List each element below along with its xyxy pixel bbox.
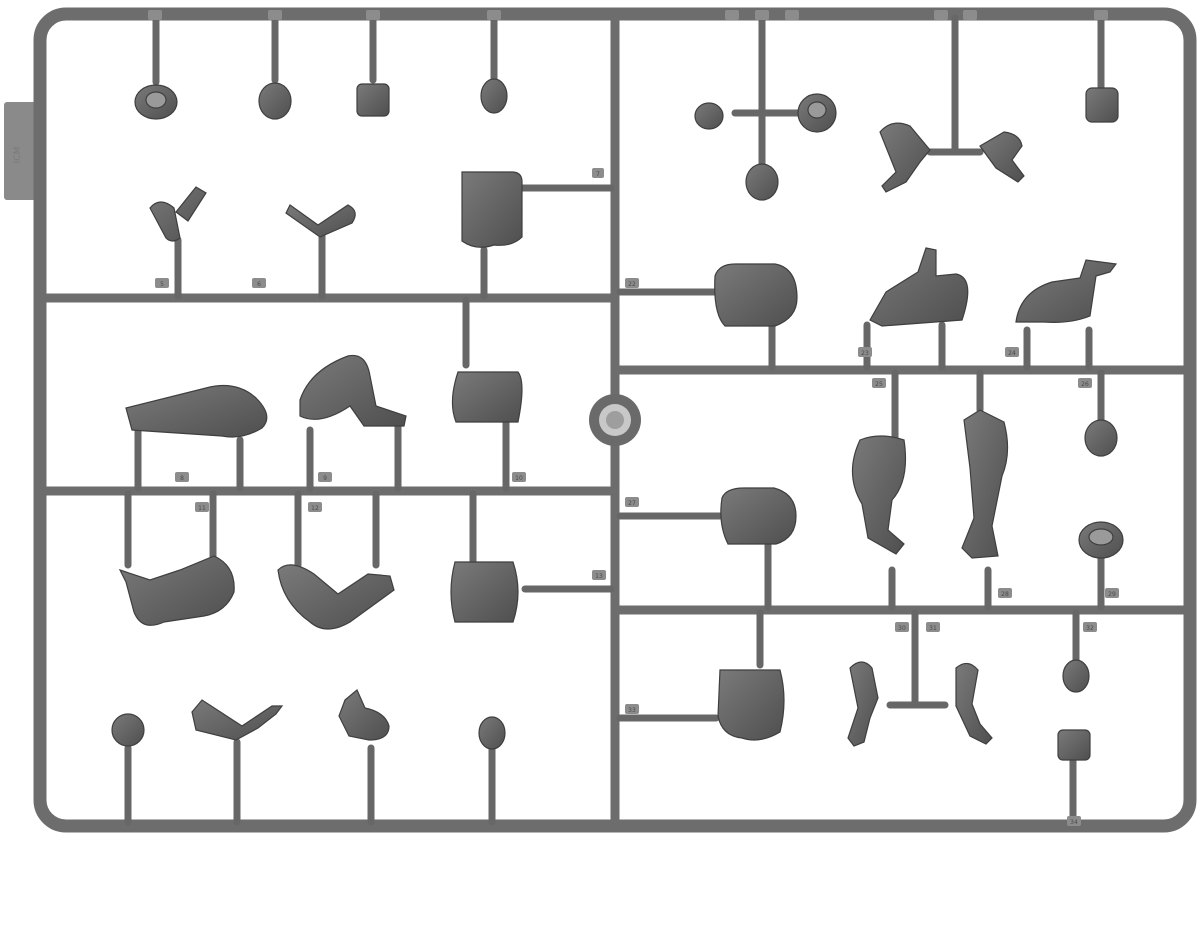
part-number-label: 23 xyxy=(861,350,869,357)
helmet-part xyxy=(1084,419,1118,457)
part-number-label: 26 xyxy=(1081,381,1089,388)
part-number-label: 11 xyxy=(198,505,206,512)
part-number-label: 31 xyxy=(929,625,937,632)
tunic-part xyxy=(714,263,798,327)
leg-part xyxy=(961,409,1009,559)
arm-part xyxy=(847,661,879,747)
pouch-part xyxy=(1057,729,1091,761)
leg-part xyxy=(118,555,235,626)
part-number-label: 9 xyxy=(323,475,327,482)
tunic-part xyxy=(451,371,523,423)
helmet-part xyxy=(258,82,292,120)
sprue-center-label xyxy=(589,394,641,446)
part-number-label: 24 xyxy=(1008,350,1016,357)
head-part xyxy=(478,716,506,750)
part-number-label: 32 xyxy=(1086,625,1094,632)
part-number-label: 8 xyxy=(180,475,184,482)
head-part xyxy=(694,102,724,130)
leg-part xyxy=(1015,259,1118,323)
tunic-part xyxy=(717,669,785,741)
sprue-tab-logo: ICM xyxy=(13,147,23,164)
leg-part xyxy=(299,354,407,427)
part-number-label: 7 xyxy=(596,171,600,178)
arm-part xyxy=(955,662,993,745)
part-number-label: 25 xyxy=(875,381,883,388)
part-number-label: 6 xyxy=(257,281,261,288)
cap-part xyxy=(111,713,145,747)
arm-part xyxy=(285,204,356,238)
part-number-label: 10 xyxy=(515,475,523,482)
tunic-part xyxy=(450,561,519,623)
tunic-part xyxy=(461,171,523,248)
part-number-label: 12 xyxy=(311,505,319,512)
pouch-part xyxy=(356,83,390,117)
molded-parts xyxy=(111,78,1124,761)
part-number-label: 22 xyxy=(628,281,636,288)
arm-part xyxy=(979,131,1025,183)
arm-with-pistol-part xyxy=(191,699,284,741)
part-number-label: 30 xyxy=(898,625,906,632)
arm-part xyxy=(338,689,390,741)
pouch-part xyxy=(1085,87,1119,123)
part-number-labels: 5 6 7 8 9 10 11 12 13 22 23 24 25 26 27 … xyxy=(160,171,1116,826)
part-number-label: 29 xyxy=(1108,591,1116,598)
head-part xyxy=(1062,659,1090,693)
arm-part xyxy=(149,186,207,242)
leg-part xyxy=(125,385,268,438)
tunic-part xyxy=(720,487,797,545)
part-number-label: 13 xyxy=(595,573,603,580)
arm-part xyxy=(879,122,931,193)
leg-part xyxy=(851,435,907,555)
part-number-label: 28 xyxy=(1001,591,1009,598)
part-number-label: 34 xyxy=(1070,819,1078,826)
part-number-label: 27 xyxy=(628,500,636,507)
leg-part xyxy=(277,564,395,630)
helmet-part xyxy=(745,163,779,201)
part-number-label: 5 xyxy=(160,281,164,288)
part-number-tags xyxy=(148,10,1119,826)
sprue-side-tab: ICM xyxy=(4,102,36,200)
head-part xyxy=(480,78,508,114)
part-number-label: 33 xyxy=(628,707,636,714)
sprue-gates xyxy=(124,14,1105,826)
leg-part xyxy=(869,247,969,327)
